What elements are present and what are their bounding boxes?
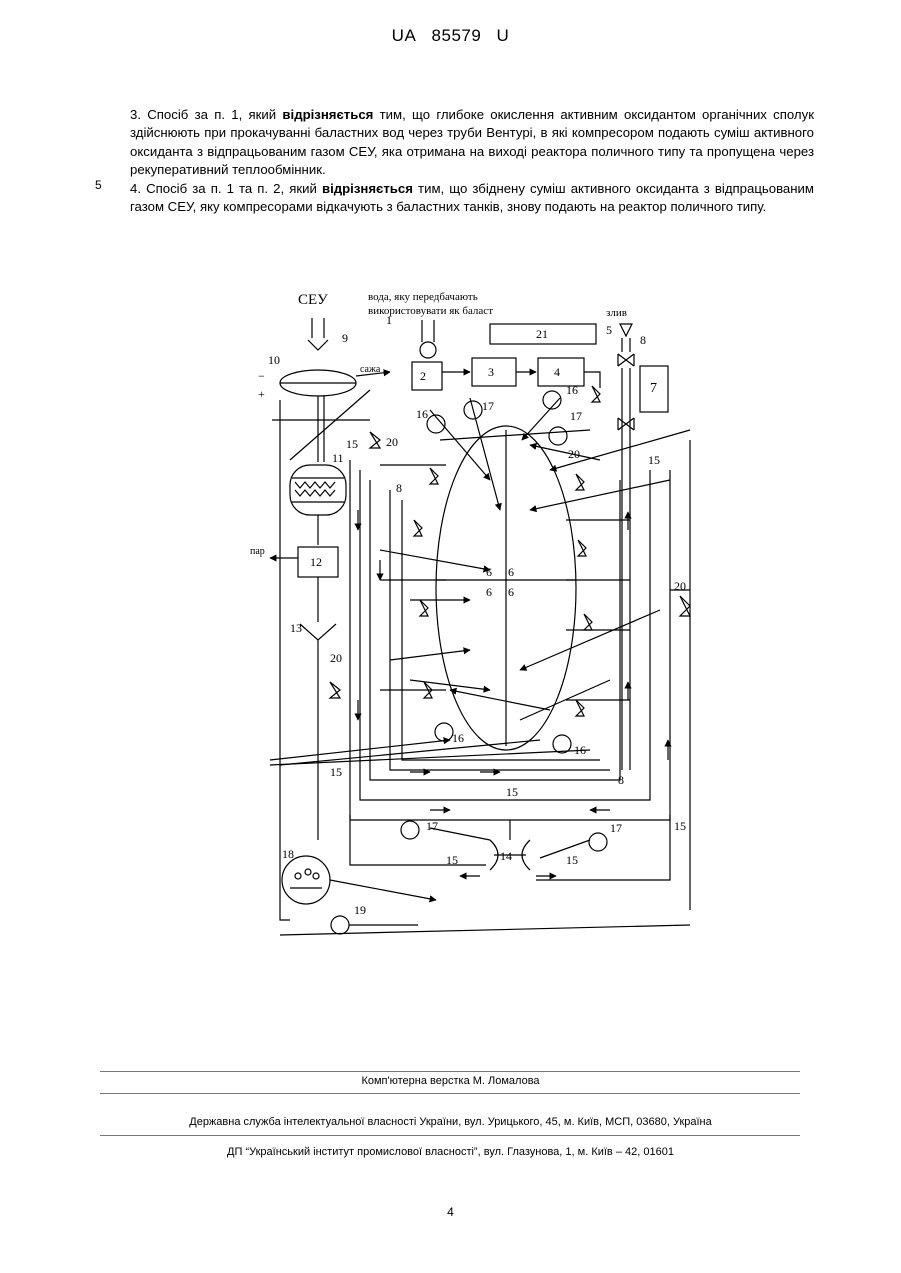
label-15-c: 15 <box>330 765 342 779</box>
patent-number: 85579 <box>432 26 482 45</box>
box-3-label: 3 <box>488 365 494 379</box>
label-6-c: 6 <box>486 585 492 599</box>
label-16-d: 16 <box>574 743 586 757</box>
label-8-bottom: 8 <box>618 773 624 787</box>
label-15-a: 15 <box>346 437 358 451</box>
label-drain: злив <box>606 307 627 319</box>
label-20-a: 20 <box>386 435 398 449</box>
label-water-1: вода, яку передбачають <box>368 291 478 303</box>
claim-4: 4. Спосіб за п. 1 та п. 2, який відрізня… <box>130 180 814 217</box>
label-14: 14 <box>500 849 512 863</box>
label-17-b: 17 <box>570 409 582 423</box>
label-soot: сажа <box>360 364 381 375</box>
label-9: 9 <box>342 331 348 345</box>
country-code: UA <box>392 26 417 45</box>
label-minus: − <box>258 369 265 383</box>
label-15-g: 15 <box>566 853 578 867</box>
label-plus: + <box>258 387 265 401</box>
label-steam: пар <box>250 546 265 557</box>
process-diagram: СЕУ вода, яку передбачають використовува… <box>250 280 730 960</box>
box-7-label: 7 <box>650 381 657 396</box>
footer-rule-middle <box>100 1093 800 1094</box>
label-17-c: 17 <box>426 819 438 833</box>
label-19: 19 <box>354 903 366 917</box>
box-21-label: 21 <box>536 327 548 341</box>
label-20-b: 20 <box>568 447 580 461</box>
label-15-d: 15 <box>506 785 518 799</box>
label-15-f: 15 <box>446 853 458 867</box>
label-20-c: 20 <box>330 651 342 665</box>
footer-patent-office: Державна служба інтелектуальної власност… <box>0 1116 901 1128</box>
label-15-e: 15 <box>674 819 686 833</box>
label-6-a: 6 <box>486 565 492 579</box>
label-10: 10 <box>268 353 280 367</box>
claims-text: 3. Спосіб за п. 1, який відрізняється ти… <box>130 106 814 216</box>
box-12-label: 12 <box>310 555 322 569</box>
box-2-label: 2 <box>420 369 426 383</box>
label-16-c: 16 <box>452 731 464 745</box>
label-seu: СЕУ <box>298 292 328 308</box>
label-17-d: 17 <box>610 821 622 835</box>
claim-3: 3. Спосіб за п. 1, який відрізняється ти… <box>130 106 814 180</box>
label-11: 11 <box>332 451 344 465</box>
label-17-a: 17 <box>482 399 494 413</box>
page-number: 4 <box>0 1205 901 1219</box>
label-18: 18 <box>282 847 294 861</box>
label-1: 1 <box>386 313 392 327</box>
footer-layout-credit: Комп'ютерна верстка М. Ломалова <box>0 1075 901 1087</box>
footer-rule-top <box>100 1071 800 1072</box>
footer-rule-bottom <box>100 1135 800 1136</box>
label-5-top: 5 <box>606 323 612 337</box>
box-4-label: 4 <box>554 365 560 379</box>
footer-institute: ДП “Український інститут промислової вла… <box>0 1146 901 1158</box>
label-16-a: 16 <box>416 407 428 421</box>
label-16-b: 16 <box>566 383 578 397</box>
label-8-mid: 8 <box>396 481 402 495</box>
label-6-d: 6 <box>508 585 514 599</box>
patent-kind: U <box>497 26 510 45</box>
line-number: 5 <box>95 178 102 192</box>
patent-header: UA 85579 U <box>0 26 901 46</box>
label-6-b: 6 <box>508 565 514 579</box>
label-20-d: 20 <box>674 579 686 593</box>
label-13: 13 <box>290 621 302 635</box>
label-8-top: 8 <box>640 333 646 347</box>
label-15-b: 15 <box>648 453 660 467</box>
